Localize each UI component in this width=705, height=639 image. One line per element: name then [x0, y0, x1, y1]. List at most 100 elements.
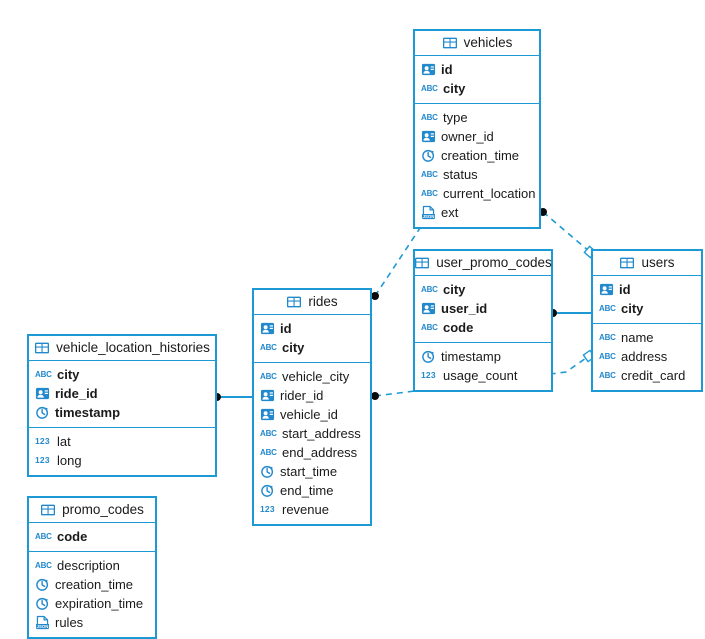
- column-label: address: [621, 349, 668, 364]
- table-icon: [34, 340, 50, 356]
- clock-timestamp-icon: [35, 405, 50, 420]
- table-header-promo_codes[interactable]: promo_codes: [29, 498, 155, 523]
- relationship-vehicle_location_histories-to-rides[interactable]: [213, 393, 252, 401]
- table-title: user_promo_codes: [436, 255, 552, 271]
- column-label: city: [57, 367, 80, 382]
- clock-timestamp-icon: [421, 148, 436, 163]
- primary-key-row-timestamp[interactable]: timestamp: [29, 403, 215, 422]
- abc-text-icon: ABC: [599, 304, 616, 313]
- primary-key-row-ride_id[interactable]: ride_id: [29, 384, 215, 403]
- abc-text-icon: ABC: [599, 352, 616, 361]
- clock-timestamp-icon: [35, 577, 50, 592]
- column-label: current_location: [443, 186, 536, 201]
- key-id-icon: [260, 321, 275, 336]
- column-label: id: [280, 321, 292, 336]
- relationship-dot-marker: [371, 292, 379, 300]
- column-row-end_time[interactable]: end_time: [254, 481, 370, 500]
- key-id-icon: [421, 301, 436, 316]
- table-header-vehicle_location_histories[interactable]: vehicle_location_histories: [29, 336, 215, 361]
- numeric-123-icon: 123: [35, 436, 50, 446]
- column-row-creation_time[interactable]: creation_time: [415, 146, 539, 165]
- table-title: users: [641, 255, 675, 271]
- column-row-lat[interactable]: 123 lat: [29, 432, 215, 451]
- column-row-timestamp[interactable]: timestamp: [415, 347, 551, 366]
- table-header-vehicles[interactable]: vehicles: [415, 31, 539, 56]
- table-header-users[interactable]: users: [593, 251, 701, 276]
- column-label: end_time: [280, 483, 334, 498]
- column-label: type: [443, 110, 468, 125]
- primary-key-row-city[interactable]: ABC city: [415, 79, 539, 98]
- column-row-address[interactable]: ABC address: [593, 347, 701, 366]
- column-label: city: [443, 81, 466, 96]
- primary-key-row-user_id[interactable]: user_id: [415, 299, 551, 318]
- column-row-creation_time[interactable]: creation_time: [29, 575, 155, 594]
- column-row-owner_id[interactable]: owner_id: [415, 127, 539, 146]
- clock-timestamp-icon: [260, 464, 275, 479]
- key-id-icon: [35, 386, 50, 401]
- abc-text-icon: ABC: [421, 113, 438, 122]
- json-document-icon: JSON: [421, 205, 436, 220]
- column-label: lat: [57, 434, 71, 449]
- key-id-icon: [260, 388, 275, 403]
- column-row-type[interactable]: ABC type: [415, 108, 539, 127]
- svg-text:JSON: JSON: [37, 624, 49, 629]
- table-header-user_promo_codes[interactable]: user_promo_codes: [414, 251, 552, 276]
- key-id-icon: [421, 62, 436, 77]
- column-label: end_address: [282, 445, 358, 460]
- json-document-icon: JSON: [35, 615, 50, 630]
- key-id-icon: [421, 129, 436, 144]
- table-icon: [286, 294, 302, 310]
- column-row-rider_id[interactable]: rider_id: [254, 386, 370, 405]
- table-title: vehicle_location_histories: [56, 340, 210, 356]
- primary-key-row-id[interactable]: id: [415, 60, 539, 79]
- table-header-rides[interactable]: rides: [254, 290, 370, 315]
- column-label: code: [57, 529, 88, 544]
- column-row-expiration_time[interactable]: expiration_time: [29, 594, 155, 613]
- table-icon: [619, 255, 635, 271]
- numeric-123-icon: 123: [260, 504, 275, 514]
- column-label: vehicle_city: [282, 369, 350, 384]
- abc-text-icon: ABC: [421, 84, 438, 93]
- relationship-user_promo_codes-to-users[interactable]: [549, 309, 591, 317]
- abc-text-icon: ABC: [260, 343, 277, 352]
- column-label: revenue: [282, 502, 329, 517]
- column-row-start_time[interactable]: start_time: [254, 462, 370, 481]
- column-label: ride_id: [55, 386, 98, 401]
- table-icon: [414, 255, 430, 271]
- primary-key-row-id[interactable]: id: [254, 319, 370, 338]
- column-row-revenue[interactable]: 123 revenue: [254, 500, 370, 519]
- primary-key-row-id[interactable]: id: [593, 280, 701, 299]
- column-label: timestamp: [55, 405, 121, 420]
- column-label: owner_id: [441, 129, 494, 144]
- column-row-vehicle_id[interactable]: vehicle_id: [254, 405, 370, 424]
- abc-text-icon: ABC: [599, 371, 616, 380]
